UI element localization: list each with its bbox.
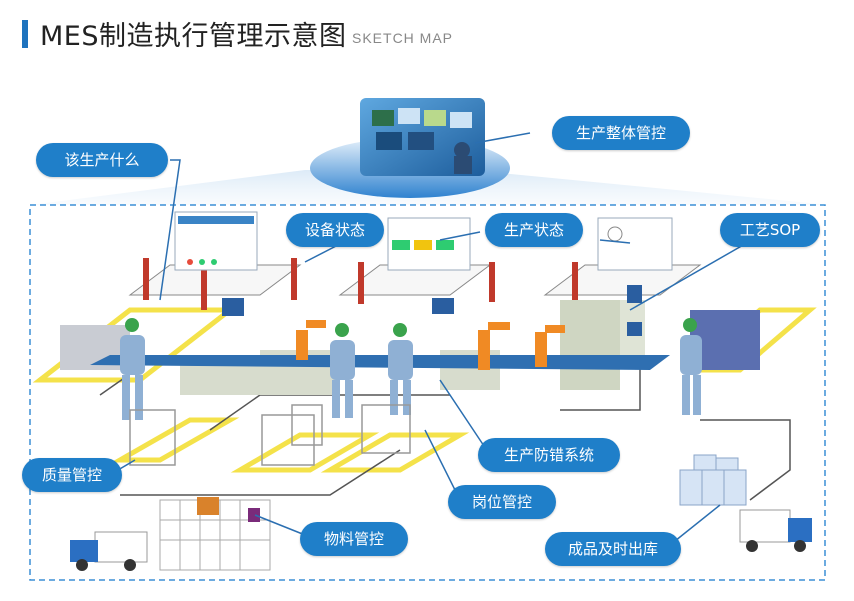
robot-arms	[296, 320, 565, 370]
connector-lines	[117, 132, 746, 546]
label-warehousing: 成品及时出库	[545, 532, 681, 566]
page-subtitle: SKETCH MAP	[352, 30, 454, 46]
label-overall-control: 生产整体管控	[552, 116, 690, 150]
label-process-sop: 工艺SOP	[720, 213, 820, 247]
title-accent-bar	[22, 20, 28, 48]
label-quality-control: 质量管控	[22, 458, 122, 492]
factory-boundary	[29, 204, 826, 581]
label-this-production: 该生产什么	[36, 143, 168, 177]
control-monitors	[372, 108, 472, 174]
station-monitors	[222, 285, 642, 336]
truck-right	[739, 509, 812, 552]
label-error-proofing: 生产防错系统	[478, 438, 620, 472]
floating-screens	[174, 211, 673, 271]
label-production-status: 生产状态	[485, 213, 583, 247]
conveyor-belt	[90, 355, 670, 370]
label-post-control: 岗位管控	[448, 485, 556, 519]
truck-left	[70, 531, 148, 571]
overhead-gantries	[128, 264, 702, 296]
warehouse-boxes	[679, 454, 747, 506]
workers	[120, 318, 702, 420]
carts	[129, 404, 411, 466]
label-equipment-status: 设备状态	[286, 213, 384, 247]
page-title: MES制造执行管理示意图	[40, 21, 347, 52]
workstations	[60, 300, 760, 395]
material-box-purple	[248, 508, 260, 522]
material-box-orange	[197, 497, 219, 515]
andon-lights	[143, 258, 578, 310]
label-material-control: 物料管控	[300, 522, 408, 556]
